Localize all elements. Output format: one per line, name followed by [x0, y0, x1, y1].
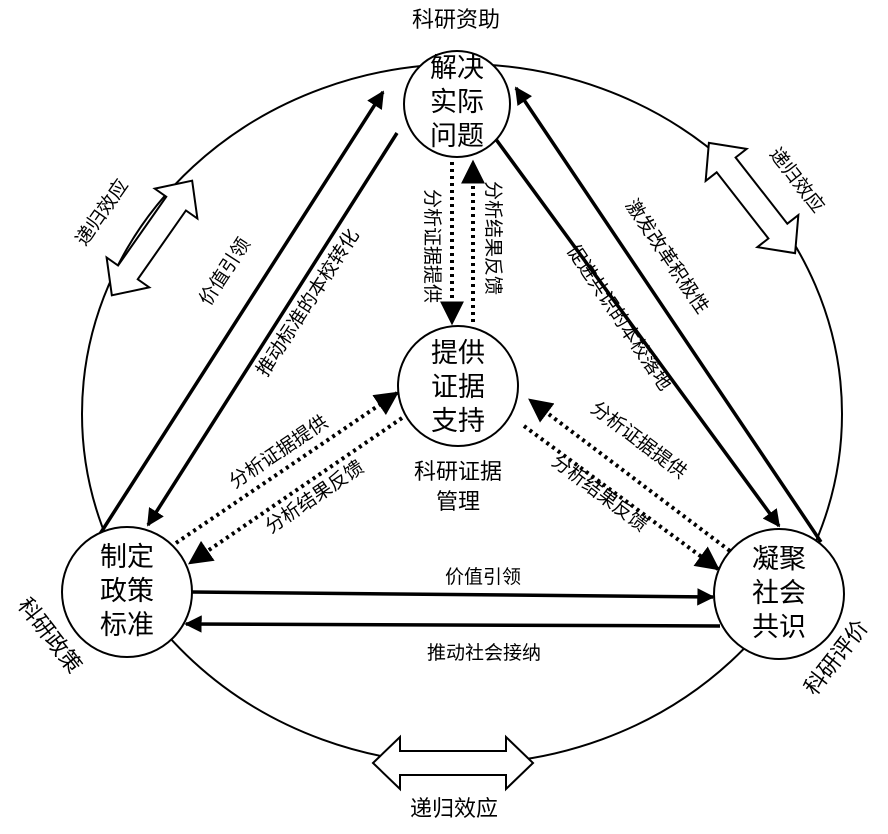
node-right-circle — [713, 528, 845, 660]
node-top-line-1: 解决 — [430, 53, 484, 84]
edge-right-outer-arrow — [514, 86, 823, 543]
recursive-bottom-label: 递归效应 — [410, 797, 498, 822]
edge-center-top-up-label: 分析结果反馈 — [482, 181, 504, 295]
edge-center-left-down-label: 分析结果反馈 — [261, 456, 368, 538]
edge-center-left-down-arrow — [188, 416, 404, 565]
edge-center-right-down-label: 分析结果反馈 — [547, 450, 651, 536]
node-left-label: 制定 政策 标准 — [100, 542, 154, 641]
role-top-label: 科研资助 — [412, 8, 500, 33]
recursive-arrow-top-left — [105, 179, 199, 297]
node-top-label: 解决 实际 问题 — [430, 53, 484, 152]
edge-bottom-bottom-label: 推动社会接纳 — [427, 642, 541, 664]
edge-bottom-top-arrow — [191, 588, 715, 606]
edge-center-left-up-label: 分析证据提供 — [225, 411, 332, 493]
node-right-line-2: 社会 — [752, 578, 806, 609]
recursive-arrow-top-right — [704, 141, 800, 255]
node-left-line-2: 政策 — [100, 576, 154, 607]
edge-bottom-top-label: 价值引领 — [445, 566, 521, 588]
recursive-top-left-label: 递归效应 — [71, 175, 133, 250]
edge-left-outer-label: 价值引领 — [195, 234, 255, 310]
edge-left-inner-label: 推动标准的本校转化 — [252, 225, 364, 380]
edge-right-outer-label: 激发改革积极性 — [621, 195, 714, 318]
edge-left-inner-arrow — [146, 132, 399, 527]
node-right-line-1: 凝聚 — [752, 544, 806, 575]
node-right-line-3: 共识 — [752, 612, 806, 643]
node-top-line-2: 实际 — [430, 87, 484, 118]
node-left-line-3: 标准 — [100, 610, 154, 641]
node-center-line-3: 支持 — [431, 406, 485, 437]
node-left-line-1: 制定 — [100, 542, 154, 573]
node-center-label: 提供 证据 支持 — [431, 338, 485, 437]
edge-center-top-down-label: 分析证据提供 — [421, 189, 443, 303]
node-center-line-2: 证据 — [431, 372, 485, 403]
node-top-circle — [403, 50, 511, 158]
node-left-circle — [61, 526, 193, 658]
node-center-circle — [397, 325, 519, 447]
node-top-line-3: 问题 — [430, 121, 484, 152]
node-center-line-1: 提供 — [431, 338, 485, 369]
edge-bottom-bottom-arrow — [184, 615, 721, 633]
edge-center-right-down-arrow — [522, 424, 720, 571]
edge-left-outer-arrow — [98, 90, 385, 535]
role-center-label-1: 科研证据 — [414, 460, 502, 485]
role-center-label-2: 管理 — [436, 490, 480, 515]
edge-right-inner-arrow — [493, 136, 781, 528]
edge-center-left-up-arrow — [174, 391, 399, 545]
recursive-arrow-bottom — [371, 734, 535, 792]
edge-center-right-up-label: 分析证据提供 — [586, 397, 690, 483]
node-right-label: 凝聚 社会 共识 — [752, 544, 806, 643]
